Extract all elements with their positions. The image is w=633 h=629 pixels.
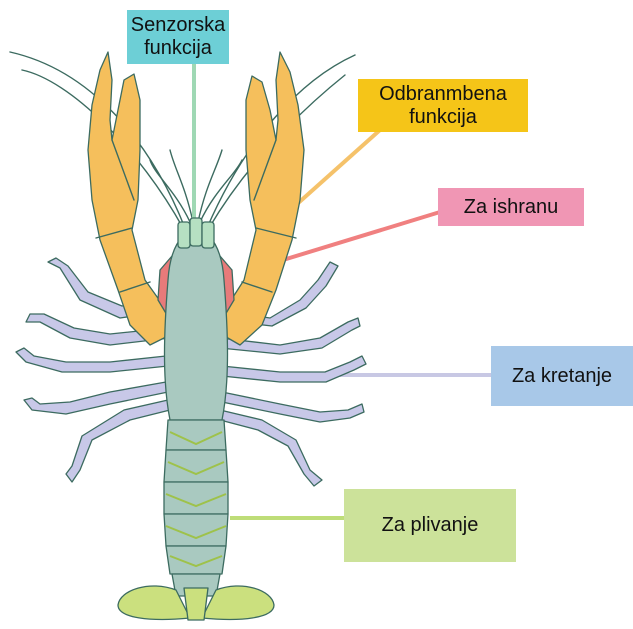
label-sensory-line1: Senzorska [131,14,226,37]
label-defense-line1: Odbranmbena [379,83,507,106]
tail-fan [118,586,274,620]
antenna-bases [178,218,214,248]
line-defense [296,130,380,205]
label-sensory-function: Senzorska funkcija [127,10,229,64]
label-sensory-line2: funkcija [144,37,212,60]
label-defense-function: Odbranmbena funkcija [358,79,528,132]
label-defense-line2: funkcija [409,106,477,129]
label-swimming: Za plivanje [344,489,516,562]
label-feeding: Za ishranu [438,188,584,226]
label-walking: Za kretanje [491,346,633,406]
body [164,230,228,596]
line-feeding [283,212,440,260]
